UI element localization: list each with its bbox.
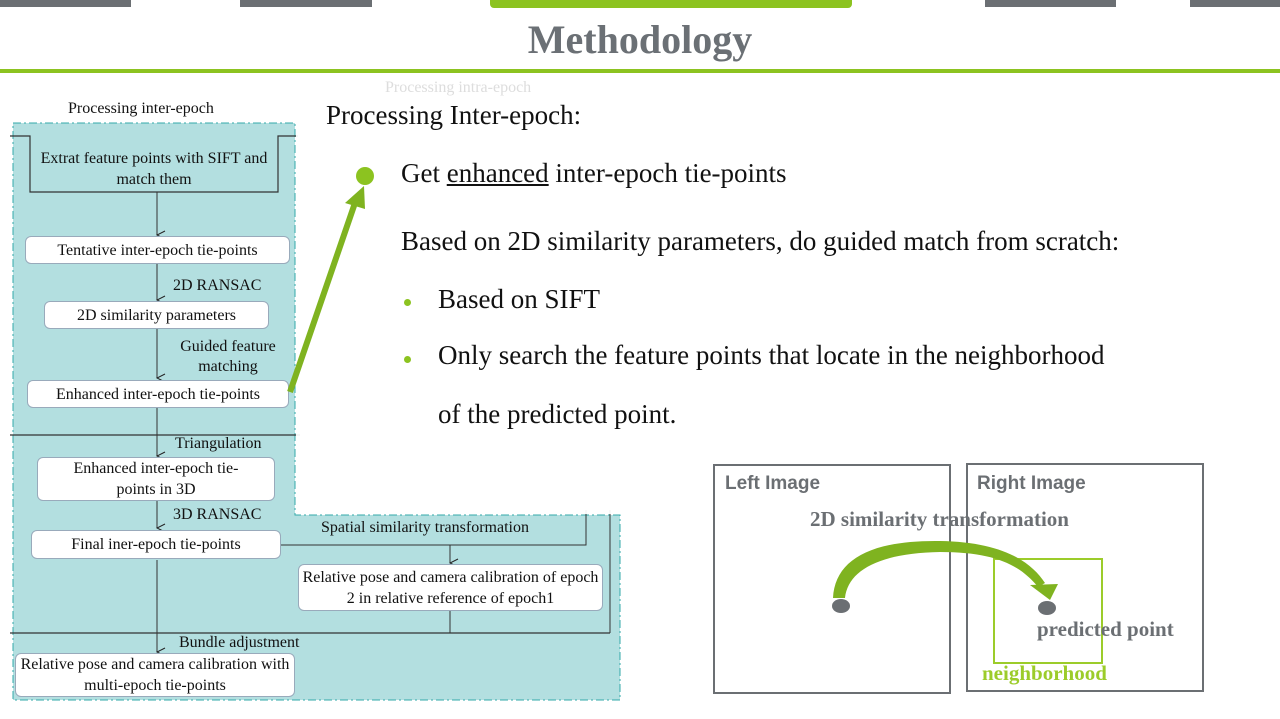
flow-enhanced-box: Enhanced inter-epoch tie-points [27, 380, 289, 408]
flow-relpose-box: Relative pose and camera calibration of … [298, 564, 603, 611]
sub-bullet-2-cont: of the predicted point. [438, 399, 677, 429]
content-heading: Processing Inter-epoch: [326, 100, 582, 130]
flow-final-box: Final iner-epoch tie-points [31, 530, 281, 559]
predicted-label: predicted point [1037, 617, 1174, 641]
nav-tab-5[interactable] [1190, 0, 1280, 7]
flow-triangulation-label: Triangulation [175, 435, 262, 452]
sub-bullet-2: Only search the feature points that loca… [438, 340, 1105, 370]
paragraph: Based on 2D similarity parameters, do gu… [401, 226, 1120, 256]
nav-tab-2[interactable] [240, 0, 372, 7]
title-divider [0, 69, 1280, 73]
sub-bullet-1: Based on SIFT [438, 284, 600, 314]
source-point [832, 599, 850, 613]
bullet-1: Get enhanced inter-epoch tie-points [401, 158, 787, 188]
nav-tab-4[interactable] [985, 0, 1116, 7]
left-image-frame [713, 464, 951, 694]
slide-title: Methodology [527, 17, 753, 62]
ghost-heading: Processing intra-epoch [385, 79, 532, 96]
left-image-label: Left Image [725, 473, 821, 494]
right-image-frame [966, 463, 1204, 692]
flow-spatial-label: Spatial similarity transformation [321, 519, 529, 536]
flow-ransac3d-label: 3D RANSAC [173, 506, 262, 523]
neighborhood-label: neighborhood [982, 661, 1107, 685]
flow-heading: Processing inter-epoch [68, 100, 214, 117]
neighborhood-box [993, 558, 1103, 664]
predicted-point [1038, 601, 1056, 615]
flow-result-box: Relative pose and camera calibration wit… [15, 653, 295, 697]
flow-guided-label: Guided feature matching [180, 338, 276, 375]
flow-extract-step: Extrat feature points with SIFT and matc… [40, 150, 268, 188]
flow-tentative-box: Tentative inter-epoch tie-points [25, 236, 290, 264]
flow-enhanced3d-box: Enhanced inter-epoch tie-points in 3D [37, 457, 275, 501]
nav-tab-active[interactable] [490, 0, 852, 8]
flow-ransac2d-label: 2D RANSAC [173, 277, 262, 294]
sub-bullet-icon [404, 299, 411, 306]
nav-tab-1[interactable] [0, 0, 131, 7]
bullet-icon [356, 167, 374, 185]
transform-label: 2D similarity transformation [810, 507, 1069, 531]
flow-sim2d-box: 2D similarity parameters [44, 301, 269, 329]
flow-bundle-label: Bundle adjustment [179, 634, 300, 651]
sub-bullet-icon [404, 356, 411, 363]
content-overlay [296, 100, 621, 514]
right-image-label: Right Image [977, 473, 1086, 494]
